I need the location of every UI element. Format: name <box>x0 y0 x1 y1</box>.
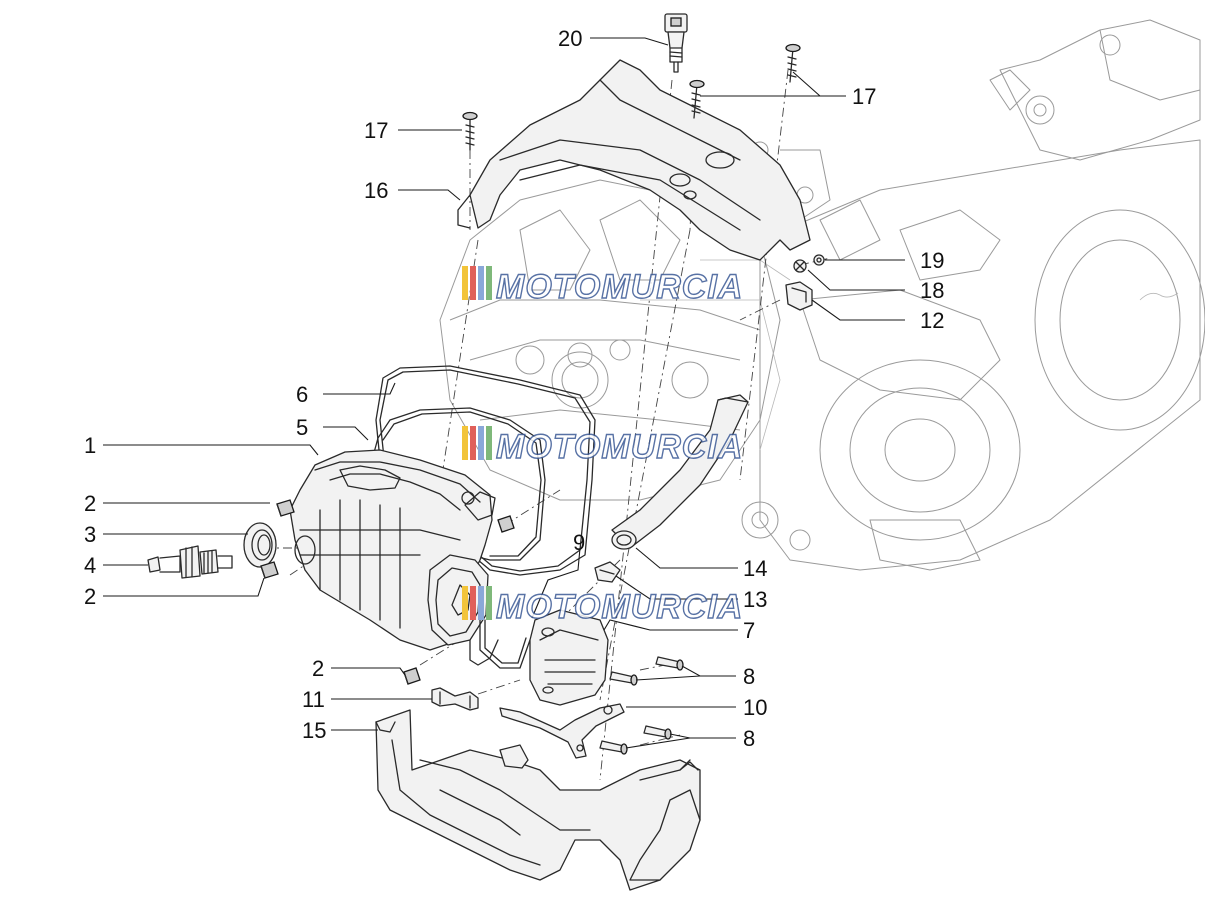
callout-labels: 20 17 17 16 19 18 12 6 5 1 2 3 4 2 9 14 … <box>84 26 944 751</box>
part-9-breather-pipe <box>479 619 531 669</box>
callout-14[interactable]: 14 <box>743 556 767 581</box>
part-11-clip <box>431 687 479 711</box>
part-4-spark-plug <box>147 545 233 579</box>
callout-6[interactable]: 6 <box>296 382 308 407</box>
callout-17-left[interactable]: 17 <box>364 118 388 143</box>
callout-8-upper[interactable]: 8 <box>743 664 755 689</box>
part-2-bolt-upper <box>276 499 295 517</box>
watermark-text: MOTOMURCIA <box>496 268 743 306</box>
part-1-valve-cover <box>289 449 496 651</box>
part-13-clamp <box>594 561 621 583</box>
watermark-top: MOTOMURCIA <box>462 266 743 307</box>
part-3-seal-ring <box>243 522 277 568</box>
part-7-separator <box>529 609 609 706</box>
part-14-hose <box>611 394 749 550</box>
watermark-bottom: MOTOMURCIA <box>462 586 743 627</box>
callout-17-right[interactable]: 17 <box>852 84 876 109</box>
watermark-text: MOTOMURCIA <box>496 588 743 626</box>
part-16-head-cover <box>457 59 811 261</box>
part-8-bolt-upper <box>655 656 684 671</box>
callout-20[interactable]: 20 <box>558 26 582 51</box>
callout-9[interactable]: 9 <box>573 530 585 555</box>
part-17-screw-right <box>785 43 801 83</box>
callout-1[interactable]: 1 <box>84 433 96 458</box>
part-2-bolt-center <box>497 515 515 533</box>
part-8-bolt-bottom <box>599 740 628 755</box>
part-12-holder <box>785 281 813 311</box>
part-18-screw <box>793 259 807 273</box>
part-17-screw-left <box>462 111 478 151</box>
watermark-middle: MOTOMURCIA <box>462 426 743 467</box>
callout-10[interactable]: 10 <box>743 695 767 720</box>
callout-4[interactable]: 4 <box>84 553 96 578</box>
callout-11[interactable]: 11 <box>302 687 325 712</box>
callout-18[interactable]: 18 <box>920 278 944 303</box>
part-2-bolt-bottom <box>403 667 421 685</box>
callout-7[interactable]: 7 <box>743 618 755 643</box>
callout-2-bottom[interactable]: 2 <box>312 656 324 681</box>
part-2-bolt-lower <box>260 561 279 579</box>
callout-19[interactable]: 19 <box>920 248 944 273</box>
callout-2-upper[interactable]: 2 <box>84 491 96 516</box>
callout-3[interactable]: 3 <box>84 522 96 547</box>
callout-13[interactable]: 13 <box>743 587 767 612</box>
part-15-lower-shroud <box>375 709 701 891</box>
callout-15[interactable]: 15 <box>302 718 326 743</box>
part-20-sensor <box>664 13 688 73</box>
part-8-bolt-lower <box>643 725 672 740</box>
part-19-washer <box>813 254 825 266</box>
callout-8-lower[interactable]: 8 <box>743 726 755 751</box>
leader-lines <box>103 37 905 749</box>
watermark-text: MOTOMURCIA <box>496 428 743 466</box>
callout-5[interactable]: 5 <box>296 415 308 440</box>
part-8-bolt-mid <box>609 671 638 686</box>
callout-2-lower[interactable]: 2 <box>84 584 96 609</box>
part-10-bracket <box>499 703 625 759</box>
callout-16[interactable]: 16 <box>364 178 388 203</box>
part-17-screw-mid <box>689 79 705 119</box>
callout-12[interactable]: 12 <box>920 308 944 333</box>
